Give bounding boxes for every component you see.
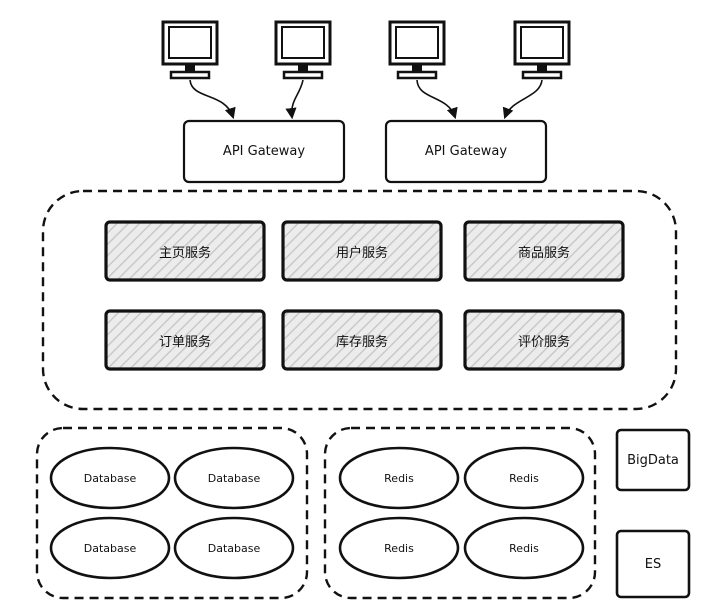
service-box-3 <box>463 220 625 282</box>
bigdata-box <box>615 428 691 492</box>
database-container <box>35 426 309 600</box>
monitor-icon <box>513 20 571 80</box>
arrow-client4-gateway2 <box>502 79 543 120</box>
client-monitor-4 <box>513 20 571 80</box>
arrow-client1-gateway1 <box>189 79 236 120</box>
database-ellipse-1 <box>49 446 171 510</box>
redis-ellipse-3 <box>338 516 460 580</box>
service-boxes <box>104 220 625 371</box>
database-ellipse-4 <box>173 516 295 580</box>
client-monitor-1 <box>161 20 219 80</box>
database-ellipse-2 <box>173 446 295 510</box>
redis-ellipse-2 <box>463 446 585 510</box>
api-gateway-1-box <box>182 119 346 184</box>
api-gateway-2-box <box>384 119 548 184</box>
services-container <box>41 189 678 411</box>
redis-ellipse-4 <box>463 516 585 580</box>
monitor-icon <box>274 20 332 80</box>
monitor-icon <box>388 20 446 80</box>
client-monitor-2 <box>274 20 332 80</box>
es-box <box>615 529 691 599</box>
service-box-2 <box>281 220 443 282</box>
service-box-4 <box>104 309 266 371</box>
service-box-5 <box>281 309 443 371</box>
service-box-1 <box>104 220 266 282</box>
client-monitor-3 <box>388 20 446 80</box>
redis-container <box>323 426 597 600</box>
arrow-client2-gateway1 <box>285 79 304 120</box>
service-box-6 <box>463 309 625 371</box>
database-ellipse-3 <box>49 516 171 580</box>
monitor-icon <box>161 20 219 80</box>
redis-ellipse-1 <box>338 446 460 510</box>
arrow-client3-gateway2 <box>416 79 458 120</box>
